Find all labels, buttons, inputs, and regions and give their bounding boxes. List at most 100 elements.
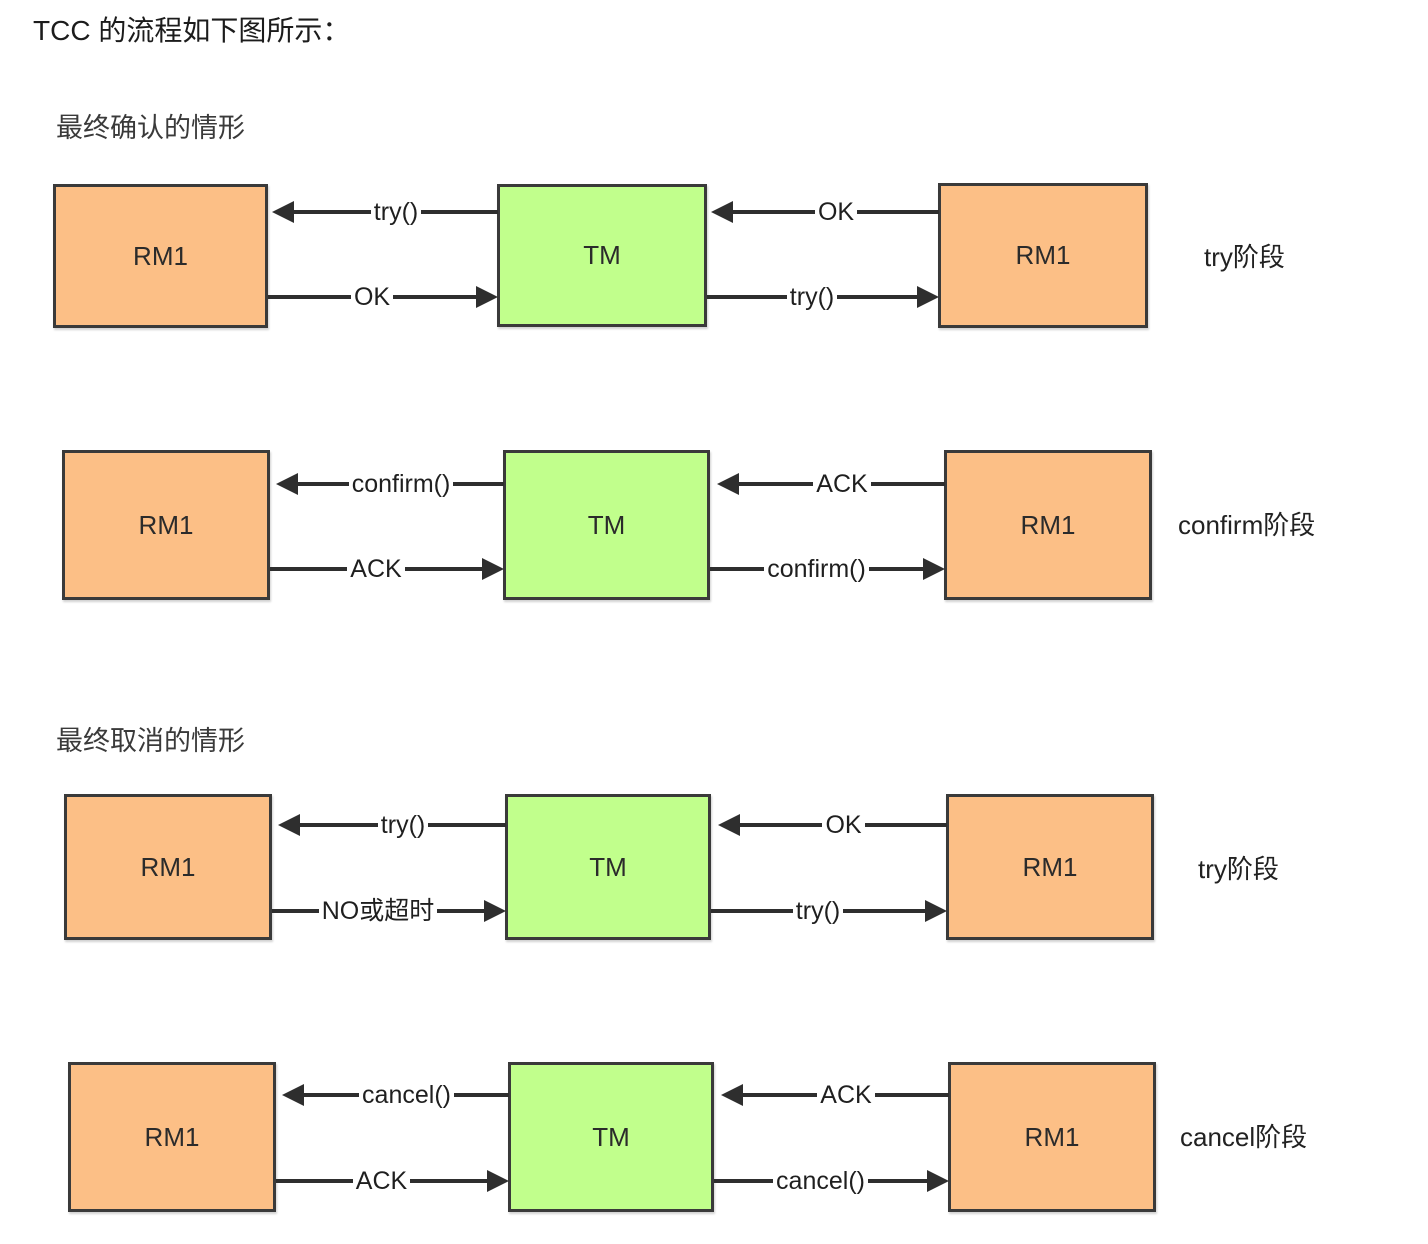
arrow-tm-to-rm1-left: try() (278, 811, 507, 839)
arrow-tm-to-rm1-right: try() (707, 283, 940, 311)
node-rm1-left[interactable]: RM1 (68, 1062, 276, 1212)
arrow-rm1-left-to-tm: OK (268, 284, 498, 310)
arrowhead-left-icon (276, 473, 298, 495)
arrowhead-right-icon (923, 558, 946, 580)
phase-label-try: try阶段 (1198, 854, 1279, 884)
arrow-line (867, 1179, 928, 1183)
arrow-line (710, 567, 765, 571)
node-rm1-right[interactable]: RM1 (946, 794, 1154, 940)
arrowhead-right-icon (476, 286, 498, 308)
arrow-label: confirm() (767, 555, 866, 583)
node-rm1-right[interactable]: RM1 (944, 450, 1152, 600)
arrow-line (410, 1179, 487, 1183)
arrow-line (404, 567, 482, 571)
node-label: RM1 (1015, 240, 1071, 270)
node-rm1-right[interactable]: RM1 (948, 1062, 1156, 1212)
arrow-label: try() (380, 811, 426, 839)
arrow-label: OK (353, 283, 391, 311)
phase-label-try: try阶段 (1204, 242, 1285, 272)
arrow-line (453, 482, 505, 486)
node-label: RM1 (138, 509, 194, 540)
arrow-line (874, 1093, 949, 1097)
node-tm[interactable]: TM (505, 794, 711, 940)
node-label: TM (583, 240, 621, 270)
arrow-label: try() (795, 897, 841, 925)
arrowhead-right-icon (484, 900, 507, 922)
phase-label-confirm: confirm阶段 (1178, 510, 1316, 540)
arrow-line (711, 909, 793, 913)
arrow-line (733, 210, 815, 214)
node-rm1-left[interactable]: RM1 (53, 184, 268, 328)
arrow-line (868, 567, 924, 571)
arrow-line (864, 823, 947, 827)
arrow-line (268, 295, 351, 299)
node-tm[interactable]: TM (508, 1062, 714, 1212)
arrow-line (393, 295, 476, 299)
arrowhead-left-icon (721, 1084, 743, 1106)
arrow-label: ACK (355, 1167, 408, 1195)
arrow-label: ACK (820, 1081, 872, 1109)
arrowhead-right-icon (487, 1170, 509, 1192)
arrow-line (743, 1093, 818, 1097)
arrow-tm-to-rm1-left: cancel() (282, 1081, 510, 1109)
arrow-line (857, 210, 939, 214)
arrow-line (298, 482, 349, 486)
arrow-line (294, 210, 371, 214)
arrow-label: try() (373, 198, 419, 226)
arrowhead-left-icon (717, 473, 739, 495)
arrow-label: OK (817, 198, 855, 226)
arrow-line (837, 295, 918, 299)
node-label: RM1 (1024, 1121, 1080, 1152)
arrow-line (843, 909, 926, 913)
node-tm[interactable]: TM (497, 184, 707, 327)
node-tm[interactable]: TM (503, 450, 710, 600)
node-rm1-left[interactable]: RM1 (64, 794, 272, 940)
page-title: TCC 的流程如下图所示： (33, 15, 351, 46)
arrow-label: confirm() (351, 470, 451, 498)
node-label: RM1 (1020, 509, 1076, 540)
arrow-label: ACK (816, 470, 868, 498)
arrow-line (437, 909, 485, 913)
arrowhead-right-icon (917, 286, 940, 308)
arrow-line (300, 823, 378, 827)
arrow-label: NO或超时 (321, 897, 435, 925)
arrow-line (270, 567, 348, 571)
arrow-rm1-left-to-tm: ACK (276, 1168, 509, 1194)
arrow-line (714, 1179, 774, 1183)
arrow-label: cancel() (776, 1167, 865, 1195)
arrowhead-left-icon (711, 201, 733, 223)
arrow-tm-to-rm1-right: try() (711, 897, 948, 925)
arrow-rm1-right-to-tm: OK (711, 199, 939, 225)
arrow-line (740, 823, 823, 827)
arrow-line (276, 1179, 353, 1183)
arrowhead-left-icon (272, 201, 294, 223)
section-heading-cancel-case: 最终取消的情形 (56, 726, 245, 756)
arrowhead-left-icon (718, 814, 740, 836)
arrow-tm-to-rm1-right: cancel() (714, 1167, 950, 1195)
arrow-label: try() (789, 283, 835, 311)
node-label: RM1 (1022, 851, 1078, 882)
arrow-rm1-left-to-tm: NO或超时 (272, 897, 507, 925)
arrow-line (870, 482, 945, 486)
node-label: RM1 (144, 1121, 200, 1152)
arrow-rm1-right-to-tm: ACK (721, 1082, 949, 1108)
node-rm1-right[interactable]: RM1 (938, 183, 1148, 328)
arrow-line (421, 210, 499, 214)
node-label: RM1 (133, 240, 188, 271)
section-heading-confirm-case: 最终确认的情形 (56, 113, 245, 143)
node-label: TM (592, 1121, 630, 1152)
arrow-tm-to-rm1-right: confirm() (710, 555, 946, 583)
node-rm1-left[interactable]: RM1 (62, 450, 270, 600)
arrowhead-left-icon (278, 814, 300, 836)
arrow-rm1-left-to-tm: ACK (270, 556, 504, 582)
arrowhead-left-icon (282, 1084, 304, 1106)
arrow-label: ACK (350, 555, 402, 583)
arrow-label: cancel() (362, 1081, 451, 1109)
arrow-label: OK (825, 811, 862, 839)
node-label: TM (589, 851, 627, 882)
arrowhead-right-icon (927, 1170, 950, 1192)
arrow-line (428, 823, 507, 827)
node-label: TM (587, 509, 626, 540)
arrow-tm-to-rm1-left: try() (272, 198, 499, 226)
arrow-rm1-right-to-tm: ACK (717, 471, 945, 497)
